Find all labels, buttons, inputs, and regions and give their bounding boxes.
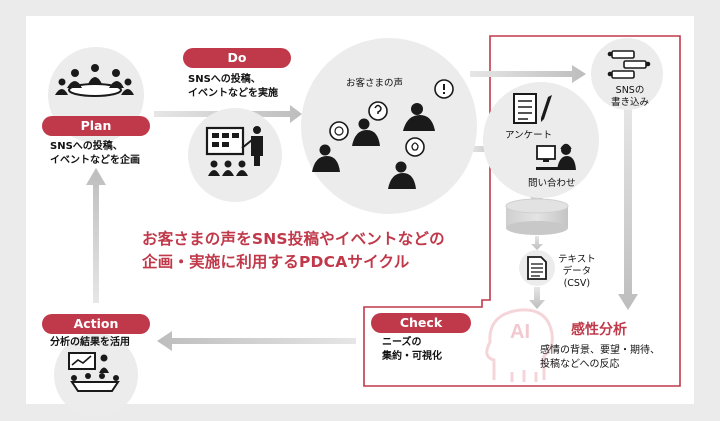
analysis-title: 感性分析 bbox=[571, 322, 627, 338]
arrow-check-to-action bbox=[157, 331, 356, 351]
ai-mark: AI bbox=[510, 321, 530, 343]
arrow-db-to-csv bbox=[531, 236, 543, 250]
arrow-csv-down bbox=[529, 287, 545, 309]
analysis-description: 感情の背景、要望・期待、 投稿などへの反応 bbox=[540, 344, 660, 371]
arrow-action-to-plan bbox=[86, 168, 106, 303]
plan-pill: Plan bbox=[42, 116, 150, 136]
analysis-desc-line1: 感情の背景、要望・期待、 bbox=[540, 345, 660, 356]
action-description: 分析の結果を活用 bbox=[50, 337, 130, 348]
ai-head-icon bbox=[485, 308, 554, 382]
plan-description: SNSへの投稿、 イベントなどを企画 bbox=[50, 140, 140, 167]
do-desc-line2: イベントなどを実施 bbox=[188, 87, 278, 99]
check-pill: Check bbox=[371, 313, 471, 333]
voices-circle bbox=[301, 38, 477, 214]
inquiry-operator-icon bbox=[536, 143, 576, 170]
headline-line1: お客さまの声をSNS投稿やイベントなどの bbox=[142, 230, 445, 248]
plan-desc-line2: イベントなどを企画 bbox=[50, 154, 140, 166]
text-data-icon bbox=[519, 250, 555, 286]
text-data-line1: テキスト bbox=[558, 254, 596, 265]
sns-post-icon bbox=[607, 50, 651, 79]
do-pill: Do bbox=[183, 48, 291, 68]
text-data-label: テキスト データ (CSV) bbox=[558, 254, 596, 290]
analysis-desc-line2: 投稿などへの反応 bbox=[540, 358, 620, 370]
text-data-line3: (CSV) bbox=[563, 278, 591, 289]
meeting-icon bbox=[55, 64, 134, 97]
check-description: ニーズの 集約・可視化 bbox=[382, 336, 442, 363]
customer-voices-icon bbox=[312, 79, 454, 189]
check-desc-line1: ニーズの bbox=[382, 337, 422, 348]
sns-post-label: SNSの 書き込み bbox=[611, 85, 649, 109]
voices-title: お客さまの声 bbox=[346, 78, 404, 89]
presentation-icon bbox=[205, 126, 263, 176]
plan-desc-line1: SNSへの投稿、 bbox=[50, 141, 123, 152]
action-pill: Action bbox=[42, 314, 150, 334]
database-icon bbox=[505, 198, 569, 235]
analysis-meeting-icon bbox=[68, 352, 120, 392]
sns-post-line2: 書き込み bbox=[611, 97, 650, 108]
survey-sheet-icon bbox=[513, 93, 552, 124]
headline: お客さまの声をSNS投稿やイベントなどの 企画・実施に利用するPDCAサイクル bbox=[142, 228, 445, 274]
survey-label: アンケート bbox=[505, 130, 553, 141]
check-desc-line2: 集約・可視化 bbox=[382, 350, 442, 362]
text-data-line2: データ bbox=[562, 266, 592, 277]
arrow-voices-to-sns bbox=[470, 65, 586, 83]
headline-line2: 企画・実施に利用するPDCAサイクル bbox=[142, 253, 410, 271]
arrow-sns-down bbox=[618, 108, 638, 310]
sns-post-line1: SNSの bbox=[615, 85, 645, 96]
do-desc-line1: SNSへの投稿、 bbox=[188, 74, 261, 85]
do-description: SNSへの投稿、 イベントなどを実施 bbox=[188, 73, 278, 100]
inquiry-label: 問い合わせ bbox=[528, 178, 576, 189]
